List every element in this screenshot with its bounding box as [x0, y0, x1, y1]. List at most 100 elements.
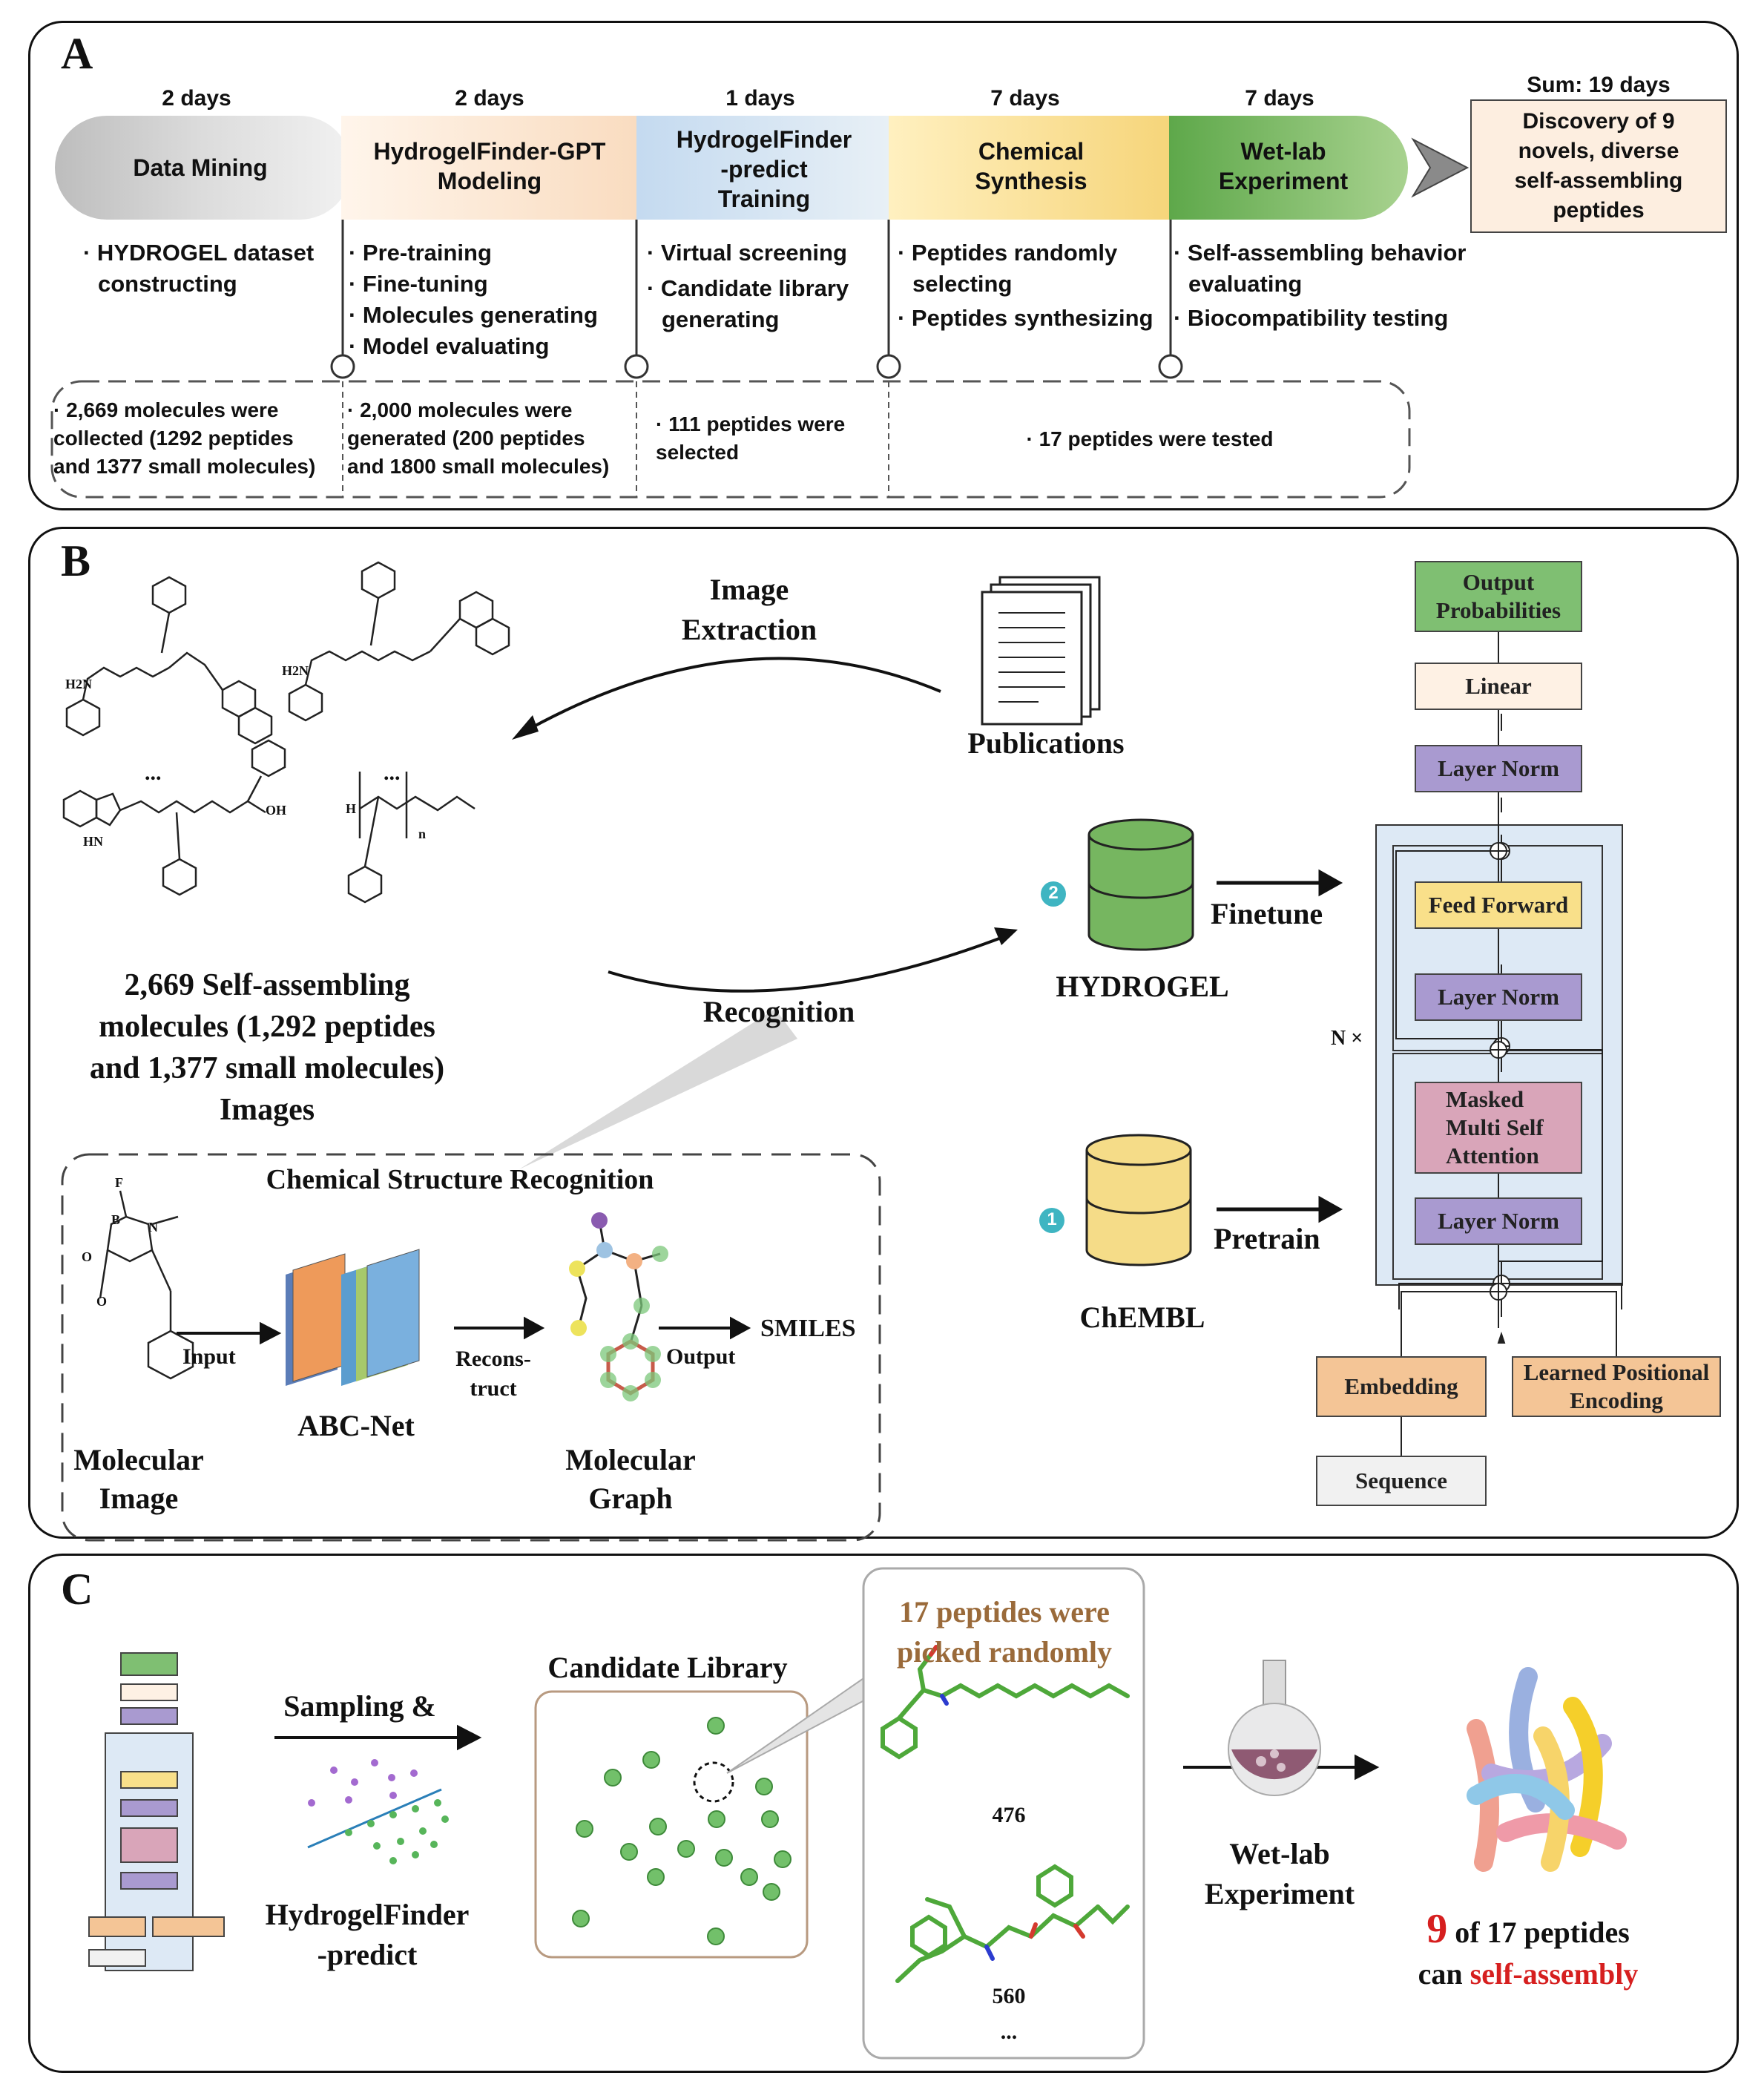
- recognition-arrow: [608, 933, 1010, 993]
- sum-label: Sum: 19 days: [1527, 73, 1671, 97]
- result-number: 9: [1426, 1906, 1448, 1952]
- peptide-560-label: 560: [992, 1984, 1026, 2008]
- stage-5-bullets: · Self-assembling behavior evaluating · …: [1174, 240, 1467, 331]
- extraction-arrowhead-icon: [512, 715, 539, 740]
- atom-h2n-2: H2N: [282, 663, 309, 678]
- hydrogel-db-label: HYDROGEL: [1056, 970, 1229, 1003]
- molecular-image-label: Molecular Image: [73, 1443, 204, 1515]
- smiles-label: SMILES: [760, 1315, 856, 1342]
- positional-encoding-box: Learned Positional Encoding: [1512, 1356, 1721, 1417]
- atom-oh: OH: [266, 803, 286, 818]
- candidate-library-label: Candidate Library: [547, 1651, 788, 1684]
- atom-o-2: O: [96, 1294, 107, 1309]
- output-label: Output: [666, 1344, 736, 1369]
- molecular-image-sketch: [99, 1190, 194, 1380]
- output-probabilities-box: Output Probabilities: [1415, 561, 1582, 632]
- picked-label: 17 peptides were picked randomly: [896, 1595, 1113, 1669]
- stage-3-days: 1 days: [725, 86, 795, 111]
- stage-5-title: Wet-lab Experiment: [1218, 138, 1349, 194]
- arrowhead-icon: [1411, 137, 1470, 198]
- milestone-1: [330, 354, 355, 379]
- panel-c-graphic: [88, 1567, 1627, 2060]
- reconstruct-label: Recons- truct: [455, 1347, 531, 1401]
- chembl-badge: [1039, 1208, 1064, 1233]
- stage-bar-predict: [636, 116, 890, 220]
- stage-2-title: HydrogelFinder-GPT Modeling: [373, 138, 606, 194]
- milestone-2: [624, 354, 649, 379]
- hydrogel-badge: [1041, 881, 1066, 907]
- recognition-arrowhead-icon: [994, 927, 1018, 945]
- result-of-17: of 17 peptides: [1447, 1916, 1630, 1949]
- layer-norm-bottom-box: Layer Norm: [1415, 1197, 1582, 1245]
- peptide-476-model: [881, 1645, 1130, 1760]
- finetune-label: Finetune: [1211, 897, 1323, 930]
- stage-bar-synthesis: [889, 116, 1171, 220]
- atom-o-1: O: [82, 1249, 92, 1264]
- masked-attention-box: Masked Multi Self Attention: [1415, 1082, 1582, 1174]
- atom-f-1: F: [115, 1175, 123, 1190]
- hydrogel-database-icon: [1087, 818, 1194, 951]
- peptide-560-model: [895, 1864, 1130, 1983]
- stage-3-title: HydrogelFinder -predict Training: [676, 126, 852, 212]
- stage-5-days: 7 days: [1245, 86, 1314, 111]
- hydrogel-badge-number: 2: [1048, 883, 1059, 903]
- input-label: Input: [182, 1344, 236, 1369]
- ellipsis-1: ...: [145, 760, 162, 785]
- abc-net-label: ABC-Net: [297, 1409, 415, 1442]
- document-icon: [981, 576, 1101, 726]
- candidate-dots: [572, 1717, 792, 1945]
- stage-1-days: 2 days: [162, 86, 231, 111]
- layer-norm-top-box: Layer Norm: [1415, 745, 1582, 792]
- milestone-3: [876, 354, 901, 379]
- layer-norm-mid-box: Layer Norm: [1415, 973, 1582, 1021]
- publications-label: Publications: [967, 726, 1125, 760]
- abc-net-icon: [286, 1249, 420, 1386]
- stage-2-bullets: · Pre-training · Fine-tuning · Molecules…: [349, 240, 598, 359]
- stage-bar-data-mining: [55, 116, 352, 220]
- image-extraction-label: Image Extraction: [681, 573, 817, 646]
- stage-3-bullets: · Virtual screening · Candidate library …: [647, 240, 849, 332]
- atom-h: H: [346, 801, 356, 816]
- pretrain-label: Pretrain: [1214, 1222, 1320, 1255]
- stage-4-days: 7 days: [990, 86, 1060, 111]
- stage-bar-wetlab: [1169, 116, 1408, 220]
- panel-b-label: B: [61, 536, 91, 585]
- note-3: · 111 peptides were selected: [656, 413, 846, 464]
- molecule-sketches: [62, 561, 510, 904]
- atom-h2n-1: H2N: [65, 677, 92, 691]
- embedding-box: Embedding: [1316, 1356, 1487, 1417]
- flask-icon: [1228, 1660, 1321, 1796]
- classifier-icon: [307, 1759, 449, 1864]
- linear-box: Linear: [1415, 663, 1582, 710]
- stage-bar-gpt: [341, 116, 638, 220]
- result-can: can: [1418, 1957, 1470, 1991]
- chembl-database-icon: [1085, 1134, 1192, 1266]
- stage-2-days: 2 days: [455, 86, 524, 111]
- csr-dashed-box: [61, 1153, 881, 1542]
- atom-hn: HN: [83, 834, 103, 849]
- result-self-assembly: self-assembly: [1470, 1957, 1639, 1991]
- notes-dashed-box: [50, 380, 1411, 499]
- wetlab-label: Wet-lab Experiment: [1204, 1837, 1355, 1910]
- stage-1-title: Data Mining: [133, 154, 268, 181]
- note-1: · 2,669 molecules were collected (1292 p…: [53, 398, 316, 478]
- stage-4-bullets: · Peptides randomly selecting · Peptides…: [898, 240, 1153, 331]
- stage-4-title: Chemical Synthesis: [975, 138, 1087, 194]
- self-assembly-icon: [1467, 1667, 1627, 1872]
- panel-a: [28, 21, 1739, 510]
- panel-a-label: A: [61, 29, 93, 78]
- mini-transformer-icon: [88, 1652, 225, 1971]
- stage-1-bullets: · HYDROGEL dataset constructing: [83, 240, 315, 297]
- csr-title: Chemical Structure Recognition: [266, 1164, 654, 1195]
- extraction-arrow: [519, 657, 941, 736]
- molecular-graph-label: Molecular Graph: [565, 1443, 696, 1515]
- chembl-db-label: ChEMBL: [1079, 1301, 1205, 1334]
- recognition-label: Recognition: [702, 995, 855, 1028]
- note-4: · 17 peptides were tested: [1026, 427, 1274, 450]
- result-text: 9 of 17 peptides can self-assembly: [1380, 1908, 1676, 1995]
- candidate-library-box: [534, 1690, 809, 1959]
- peptide-callout-box: [862, 1567, 1145, 2060]
- atom-n-sub: n: [418, 826, 426, 841]
- peptide-476-label: 476: [992, 1803, 1026, 1827]
- selected-candidate-ring: [693, 1761, 734, 1803]
